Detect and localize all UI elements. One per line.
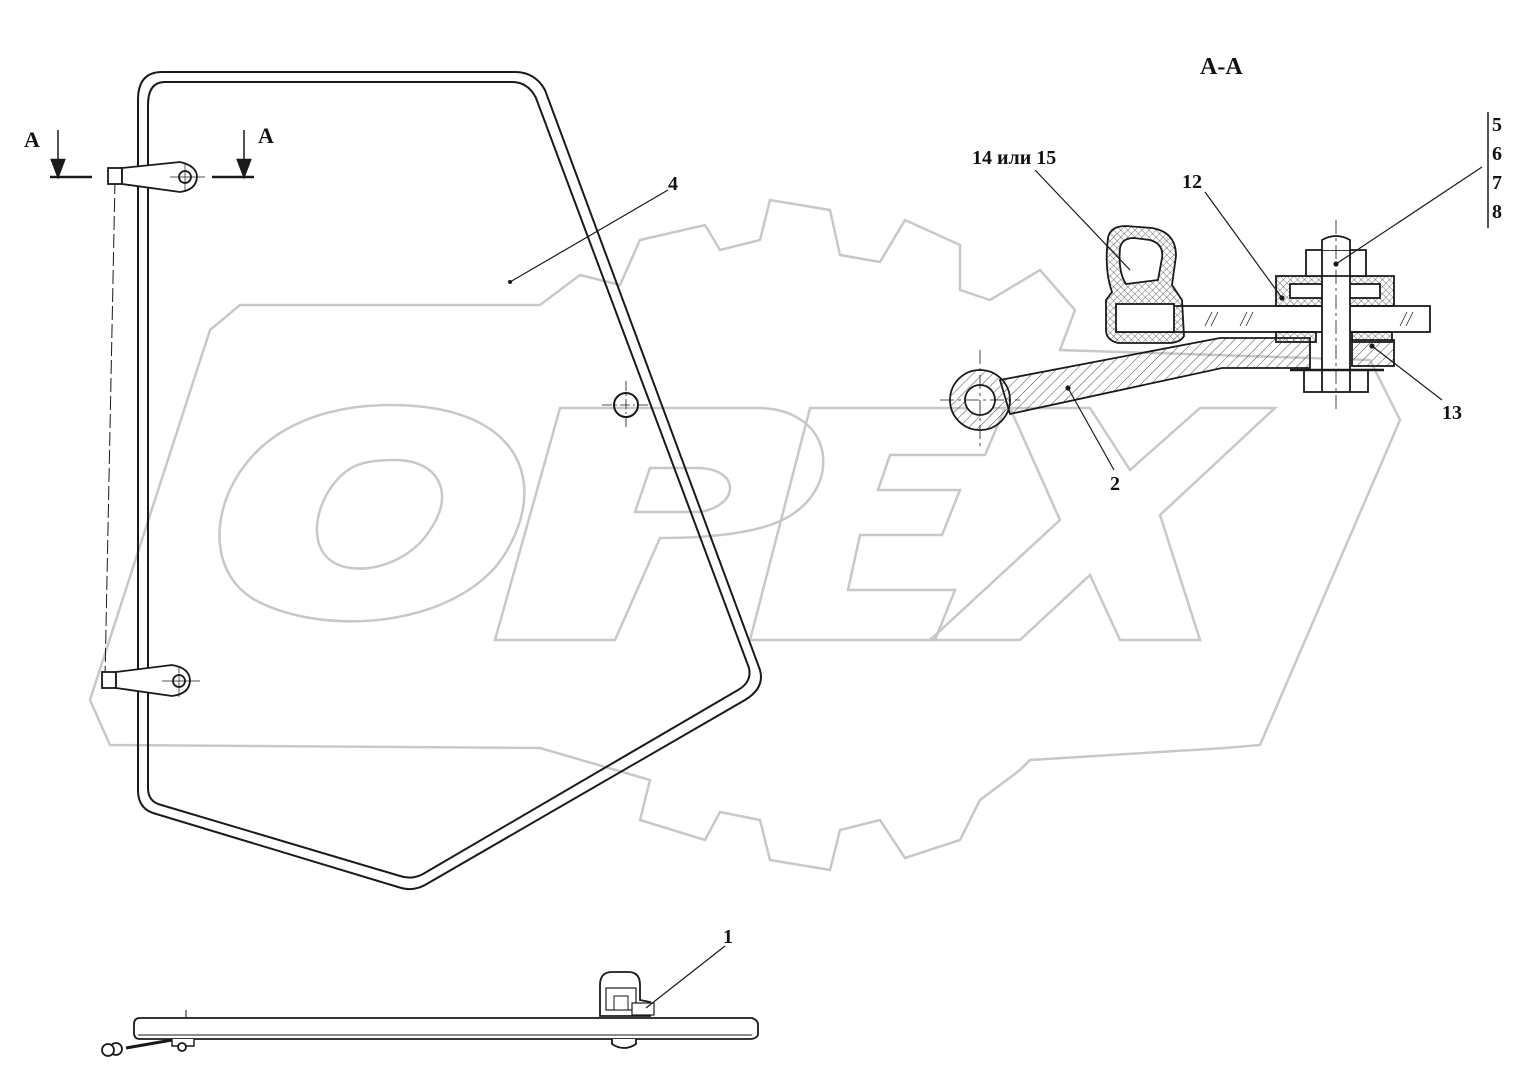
callout-2: 2 [1110, 473, 1120, 495]
leader-4 [509, 189, 669, 283]
hinge-lower [101, 664, 200, 697]
section-title: А-А [1200, 54, 1243, 80]
callout-4: 4 [668, 173, 678, 195]
section-mark-right: А [258, 123, 274, 148]
door-frame-outer [137, 71, 762, 891]
door-panel [137, 71, 762, 891]
door-frame-inner [147, 81, 751, 879]
hinge-upper [107, 161, 205, 193]
watermark-gear-icon [88, 198, 1402, 872]
watermark-logo [88, 198, 1402, 872]
callout-12: 12 [1182, 171, 1202, 193]
watermark-o-inner [315, 458, 444, 570]
section-centerlines [940, 220, 1337, 450]
callout-5: 5 [1492, 114, 1502, 136]
callout-7: 7 [1492, 172, 1502, 194]
section-mark-left: А [24, 127, 40, 152]
section-cut-marks [50, 130, 254, 180]
callout-1: 1 [723, 926, 733, 948]
hinge-axis [104, 179, 116, 679]
callout-8: 8 [1492, 201, 1502, 223]
leader-1 [645, 945, 726, 1009]
watermark-o-outer [218, 403, 526, 623]
section-leaders [1034, 112, 1489, 471]
bottom-view [101, 971, 759, 1057]
callout-6: 6 [1492, 143, 1502, 165]
callout-14-or-15: 14 или 15 [972, 147, 1056, 169]
arm-section [998, 337, 1311, 416]
section-view [949, 225, 1431, 431]
callout-13: 13 [1442, 402, 1462, 424]
watermark-p [493, 406, 825, 642]
watermark-x [926, 406, 1279, 642]
